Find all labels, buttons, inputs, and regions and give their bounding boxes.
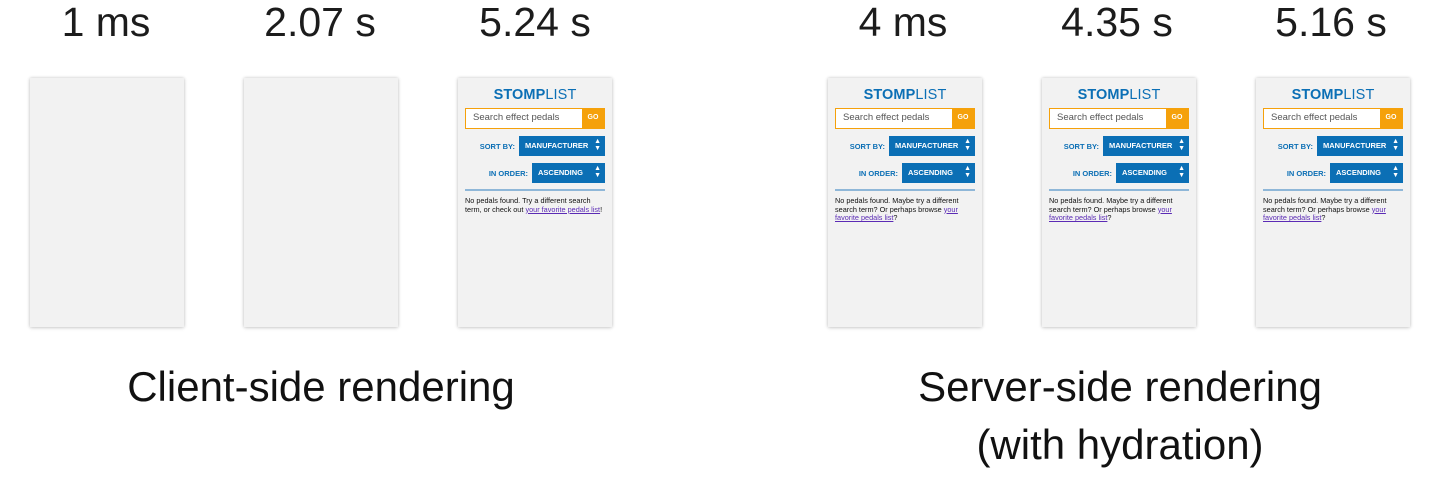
select-arrows-icon: ▲▼ (964, 138, 971, 152)
message-text: No pedals found. Maybe try a different s… (835, 196, 959, 214)
order-row: IN ORDER: ASCENDING ▲▼ (1263, 163, 1403, 183)
logo-light-text: LIST (915, 87, 947, 103)
favorites-link[interactable]: your favorite pedals list (835, 204, 958, 223)
no-results-message: No pedals found. Try a different search … (465, 196, 605, 214)
divider (1263, 189, 1403, 191)
sort-by-select[interactable]: MANUFACTURER ▲▼ (519, 136, 605, 156)
csr-time-1: 1 ms (61, 0, 151, 45)
go-button[interactable]: GO (582, 109, 604, 128)
sort-by-select[interactable]: MANUFACTURER ▲▼ (1317, 136, 1403, 156)
stomplist-logo[interactable]: STOMPLIST (1049, 87, 1189, 103)
logo-bold-text: STOMP (863, 87, 916, 103)
search-input[interactable]: Search effect pedals (473, 112, 560, 123)
csr-frame-blank-2 (244, 78, 398, 327)
ssr-caption-line-2: (with hydration) (976, 421, 1264, 468)
search-bar: Search effect pedals GO (1263, 108, 1403, 129)
search-input[interactable]: Search effect pedals (843, 112, 930, 123)
order-value: ASCENDING (1122, 168, 1168, 177)
order-row: IN ORDER: ASCENDING ▲▼ (835, 163, 975, 183)
ssr-frame-1: STOMPLIST Search effect pedals GO SORT B… (828, 78, 982, 327)
sort-by-value: MANUFACTURER (1109, 141, 1173, 150)
order-label: IN ORDER: (1286, 168, 1326, 178)
order-row: IN ORDER: ASCENDING ▲▼ (1049, 163, 1189, 183)
ssr-time-1: 4 ms (858, 0, 948, 45)
message-tail: ? (1107, 213, 1112, 223)
order-select[interactable]: ASCENDING ▲▼ (902, 163, 975, 183)
no-results-message: No pedals found. Maybe try a different s… (1049, 196, 1189, 223)
ssr-frame-3: STOMPLIST Search effect pedals GO SORT B… (1256, 78, 1410, 327)
search-input[interactable]: Search effect pedals (1057, 112, 1144, 123)
go-button[interactable]: GO (952, 109, 974, 128)
stomplist-logo[interactable]: STOMPLIST (835, 87, 975, 103)
go-button[interactable]: GO (1166, 109, 1188, 128)
sort-by-row: SORT BY: MANUFACTURER ▲▼ (1049, 136, 1189, 156)
ssr-time-3: 5.16 s (1275, 0, 1387, 45)
favorites-link[interactable]: your favorite pedals list (525, 204, 601, 214)
csr-time-3: 5.24 s (479, 0, 591, 45)
sort-by-label: SORT BY: (1063, 141, 1099, 151)
divider (1049, 189, 1189, 191)
logo-light-text: LIST (1343, 87, 1375, 103)
order-select[interactable]: ASCENDING ▲▼ (532, 163, 605, 183)
csr-frame-blank-1 (30, 78, 184, 327)
select-arrows-icon: ▲▼ (1178, 138, 1185, 152)
divider (835, 189, 975, 191)
favorites-link[interactable]: your favorite pedals list (1049, 204, 1172, 223)
select-arrows-icon: ▲▼ (1392, 138, 1399, 152)
logo-light-text: LIST (1129, 87, 1161, 103)
ssr-time-2: 4.35 s (1061, 0, 1173, 45)
search-bar: Search effect pedals GO (1049, 108, 1189, 129)
search-input[interactable]: Search effect pedals (1271, 112, 1358, 123)
stomplist-logo[interactable]: STOMPLIST (1263, 87, 1403, 103)
logo-bold-text: STOMP (493, 87, 546, 103)
order-select[interactable]: ASCENDING ▲▼ (1116, 163, 1189, 183)
sort-by-value: MANUFACTURER (895, 141, 959, 150)
order-label: IN ORDER: (488, 168, 528, 178)
select-arrows-icon: ▲▼ (1392, 165, 1399, 179)
sort-by-label: SORT BY: (1277, 141, 1313, 151)
message-tail: ? (1321, 213, 1326, 223)
select-arrows-icon: ▲▼ (594, 138, 601, 152)
sort-by-value: MANUFACTURER (525, 141, 589, 150)
no-results-message: No pedals found. Maybe try a different s… (1263, 196, 1403, 223)
message-text: No pedals found. Try a different search … (465, 196, 591, 214)
sort-by-row: SORT BY: MANUFACTURER ▲▼ (835, 136, 975, 156)
message-text: No pedals found. Maybe try a different s… (1049, 196, 1173, 214)
select-arrows-icon: ▲▼ (1178, 165, 1185, 179)
sort-by-value: MANUFACTURER (1323, 141, 1387, 150)
search-bar: Search effect pedals GO (465, 108, 605, 129)
csr-time-2: 2.07 s (264, 0, 376, 45)
logo-bold-text: STOMP (1077, 87, 1130, 103)
csr-frame-rendered: STOMPLIST Search effect pedals GO SORT B… (458, 78, 612, 327)
order-select[interactable]: ASCENDING ▲▼ (1330, 163, 1403, 183)
message-tail: ! (600, 204, 603, 214)
order-label: IN ORDER: (1072, 168, 1112, 178)
sort-by-select[interactable]: MANUFACTURER ▲▼ (889, 136, 975, 156)
sort-by-row: SORT BY: MANUFACTURER ▲▼ (1263, 136, 1403, 156)
ssr-frame-2: STOMPLIST Search effect pedals GO SORT B… (1042, 78, 1196, 327)
order-value: ASCENDING (1336, 168, 1382, 177)
ssr-caption-line-1: Server-side rendering (918, 363, 1322, 410)
go-button[interactable]: GO (1380, 109, 1402, 128)
logo-bold-text: STOMP (1291, 87, 1344, 103)
order-value: ASCENDING (908, 168, 954, 177)
order-value: ASCENDING (538, 168, 584, 177)
search-bar: Search effect pedals GO (835, 108, 975, 129)
sort-by-row: SORT BY: MANUFACTURER ▲▼ (465, 136, 605, 156)
select-arrows-icon: ▲▼ (964, 165, 971, 179)
logo-light-text: LIST (545, 87, 577, 103)
message-text: No pedals found. Maybe try a different s… (1263, 196, 1387, 214)
select-arrows-icon: ▲▼ (594, 165, 601, 179)
message-tail: ? (893, 213, 898, 223)
no-results-message: No pedals found. Maybe try a different s… (835, 196, 975, 223)
favorites-link[interactable]: your favorite pedals list (1263, 204, 1386, 223)
order-row: IN ORDER: ASCENDING ▲▼ (465, 163, 605, 183)
order-label: IN ORDER: (858, 168, 898, 178)
sort-by-label: SORT BY: (849, 141, 885, 151)
stomplist-logo[interactable]: STOMPLIST (465, 87, 605, 103)
sort-by-select[interactable]: MANUFACTURER ▲▼ (1103, 136, 1189, 156)
sort-by-label: SORT BY: (479, 141, 515, 151)
csr-caption: Client-side rendering (127, 363, 515, 410)
divider (465, 189, 605, 191)
